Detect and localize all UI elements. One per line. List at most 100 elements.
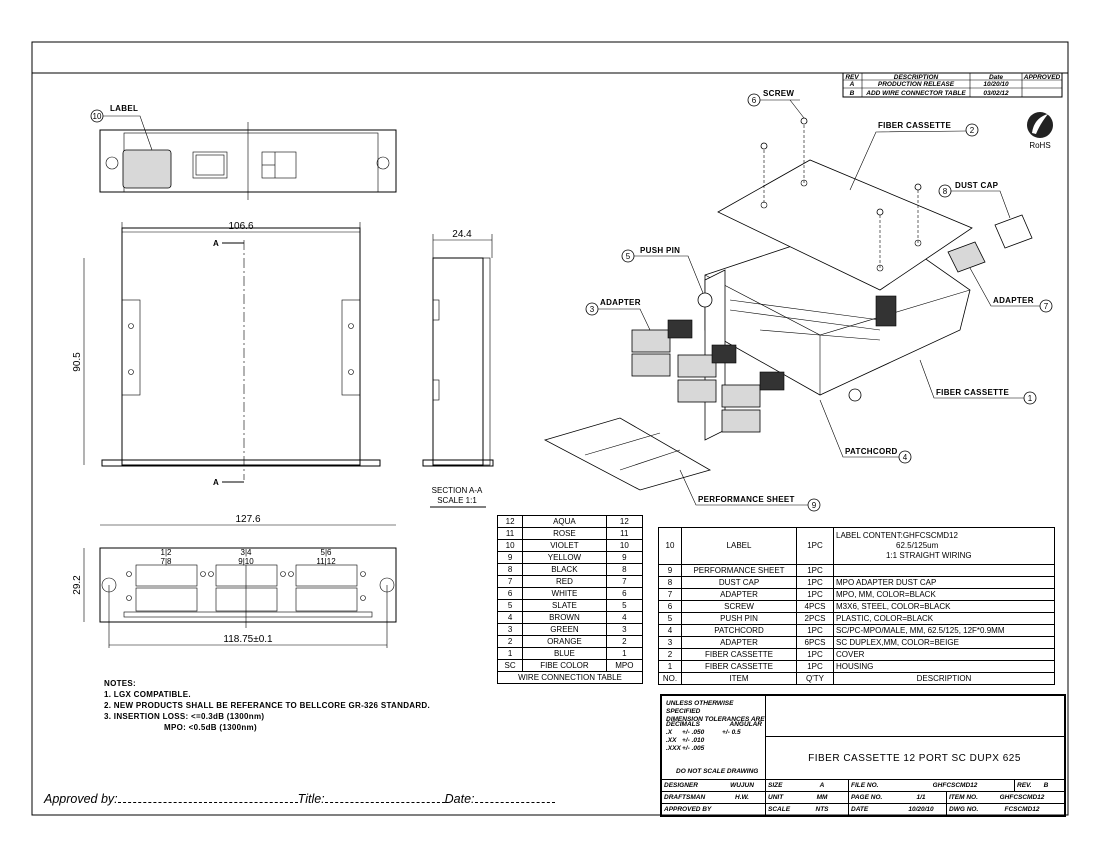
callout-push-pin: 5 PUSH PIN bbox=[621, 246, 704, 294]
front-view: 106.6 90.5 A A bbox=[72, 221, 381, 487]
isometric-view bbox=[543, 117, 1033, 491]
rear-height-dimension: 29.2 bbox=[72, 575, 83, 595]
section-title: SECTION A-A bbox=[432, 486, 483, 495]
notes-title: NOTES: bbox=[104, 679, 137, 688]
port-label: 1|2 bbox=[161, 548, 173, 557]
port-label: 9|10 bbox=[238, 557, 254, 566]
width-dimension: 106.6 bbox=[228, 221, 253, 232]
description-header: DESCRIPTION bbox=[894, 74, 939, 81]
approval-line: Approved by:Title:Date: bbox=[44, 792, 555, 806]
svg-text:5: 5 bbox=[626, 252, 631, 261]
svg-text:1: 1 bbox=[1028, 394, 1033, 403]
mpo-adapter-inner bbox=[875, 295, 897, 327]
port-label: 3|4 bbox=[241, 548, 253, 557]
svg-text:FIBER CASSETTE: FIBER CASSETTE bbox=[878, 121, 951, 130]
section-scale: SCALE 1:1 bbox=[437, 496, 477, 505]
section-mark-bottom: A bbox=[213, 478, 219, 487]
notes: NOTES: 1. LGX COMPATIBLE. 2. NEW PRODUCT… bbox=[104, 678, 430, 733]
sc-adapters bbox=[631, 299, 881, 433]
height-dimension: 90.5 bbox=[72, 352, 83, 372]
svg-text:PUSH PIN: PUSH PIN bbox=[640, 246, 680, 255]
svg-text:8: 8 bbox=[943, 187, 948, 196]
rear-width-dimension: 127.6 bbox=[235, 514, 260, 525]
table-title-row: WIRE CONNECTION TABLE bbox=[497, 671, 643, 684]
screws bbox=[760, 117, 922, 216]
rev-header: REV bbox=[845, 74, 859, 81]
svg-text:10: 10 bbox=[93, 112, 102, 121]
svg-text:4: 4 bbox=[903, 453, 908, 462]
callout-performance-sheet: 9 PERFORMANCE SHEET bbox=[679, 469, 821, 512]
depth-dimension: 24.4 bbox=[452, 229, 472, 240]
note-item: 1. LGX COMPATIBLE. bbox=[104, 690, 191, 699]
rev-a-date: 10/20/10 bbox=[983, 81, 1009, 88]
revision-table: REV DESCRIPTION Date APPROVED A PRODUCTI… bbox=[842, 72, 1063, 98]
performance-sheet bbox=[543, 417, 712, 491]
approved-by-label: Approved by: bbox=[44, 792, 118, 806]
svg-text:FIBER CASSETTE: FIBER CASSETTE bbox=[936, 388, 1009, 397]
top-view: 10 LABEL bbox=[90, 104, 397, 200]
cover bbox=[717, 159, 973, 291]
svg-text:RoHS: RoHS bbox=[1029, 141, 1050, 150]
hole-spacing-dimension: 118.75±0.1 bbox=[223, 634, 273, 645]
port-label: 11|12 bbox=[316, 557, 336, 566]
push-pin bbox=[697, 292, 713, 308]
date-header: Date bbox=[989, 74, 1003, 81]
svg-text:2: 2 bbox=[970, 126, 975, 135]
rohs-logo: RoHS bbox=[1027, 112, 1053, 150]
svg-text:7: 7 bbox=[1044, 302, 1049, 311]
callout-patchcord: 4 PATCHCORD bbox=[819, 399, 912, 464]
date-label: Date: bbox=[444, 792, 475, 806]
dust-cap bbox=[994, 214, 1033, 249]
label-callout: LABEL bbox=[110, 104, 138, 113]
svg-text:PERFORMANCE SHEET: PERFORMANCE SHEET bbox=[698, 495, 795, 504]
rear-view: 1|2 7|8 3|4 9|10 5|6 11|12 127.6 29.2 11… bbox=[72, 514, 397, 648]
callout-fiber-cassette-cover: 2 FIBER CASSETTE bbox=[849, 121, 979, 191]
rev-b-date: 03/02/12 bbox=[983, 90, 1009, 97]
note-item: 2. NEW PRODUCTS SHALL BE REFERANCE TO BE… bbox=[104, 701, 431, 710]
svg-text:3: 3 bbox=[590, 305, 595, 314]
approved-header: APPROVED bbox=[1023, 74, 1061, 81]
section-mark-top: A bbox=[213, 239, 219, 248]
sheet-border bbox=[31, 41, 1069, 816]
port-label: 7|8 bbox=[161, 557, 173, 566]
rev-b: B bbox=[850, 90, 855, 97]
note-item: 3. INSERTION LOSS: <=0.3dB (1300nm) bbox=[104, 712, 265, 721]
svg-text:PATCHCORD: PATCHCORD bbox=[845, 447, 898, 456]
svg-text:6: 6 bbox=[752, 96, 757, 105]
port-label: 5|6 bbox=[321, 548, 333, 557]
drawing-title: FIBER CASSETTE 12 PORT SC DUPX 625 bbox=[808, 753, 1021, 764]
rev-b-desc: ADD WIRE CONNECTOR TABLE bbox=[865, 90, 966, 97]
rev-a: A bbox=[849, 81, 855, 88]
label-sticker bbox=[122, 149, 172, 189]
svg-text:9: 9 bbox=[812, 501, 817, 510]
